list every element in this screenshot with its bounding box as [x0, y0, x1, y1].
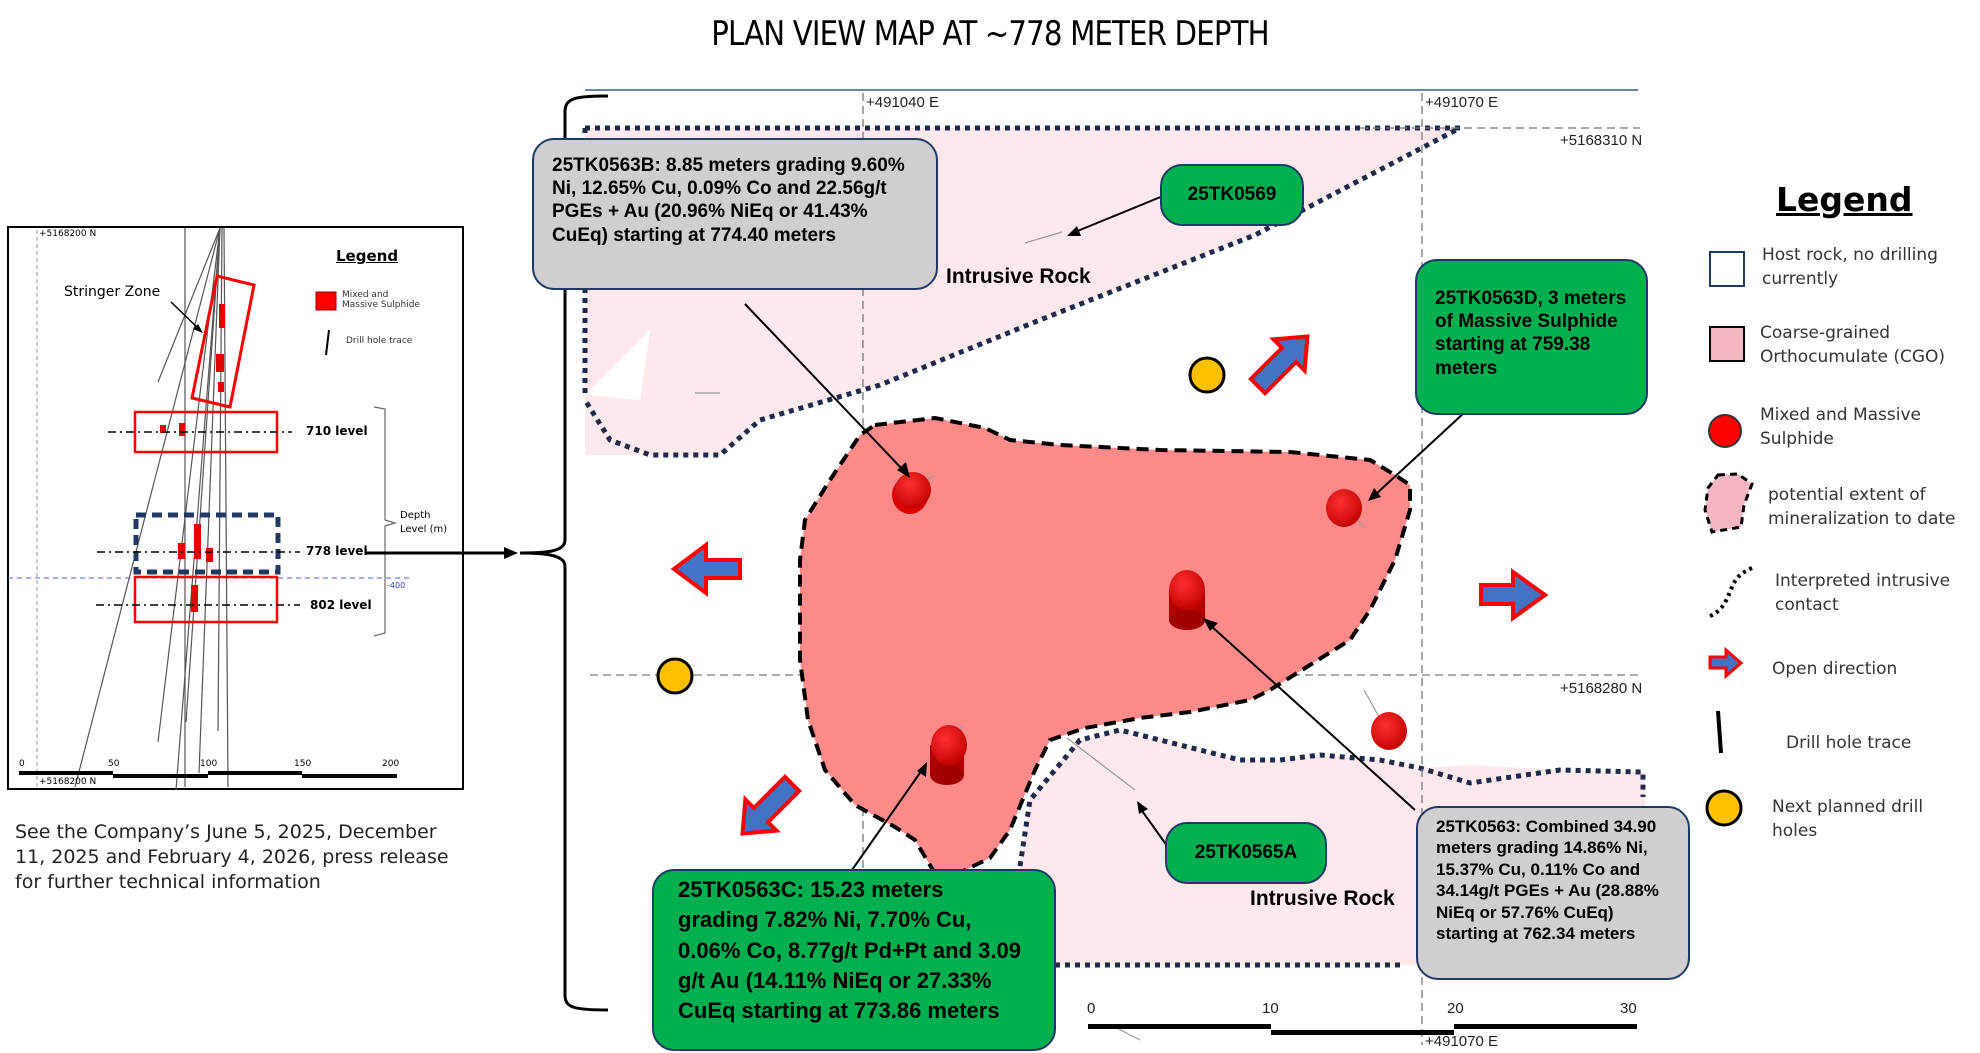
legend-contact-label: Interpreted intrusive contact — [1775, 571, 1951, 615]
inset-scale-tick-100: 100 — [200, 759, 218, 769]
sulphide-intercept-c — [930, 725, 967, 785]
map-scale-tick-30: 30 — [1620, 1000, 1637, 1017]
map-scale-tick-0: 0 — [1087, 1000, 1096, 1017]
inset-coord-bottom: +5168200 N — [39, 777, 97, 787]
inset-legend-trace-label: Drill hole trace — [346, 336, 413, 346]
map-scale-tick-10: 10 — [1262, 1000, 1279, 1017]
open-direction-arrow-downleft — [740, 774, 802, 836]
rock-label-upper: Intrusive Rock — [946, 265, 1091, 288]
callout-25tk0563c: 25TK0563C: 15.23 meters grading 7.82% Ni… — [652, 869, 1056, 1051]
open-direction-arrow-upright — [1248, 334, 1310, 396]
stringer-zone-label: Stringer Zone — [64, 284, 161, 300]
level-778-label: 778 level — [306, 544, 368, 558]
inset-scale-tick-150: 150 — [294, 759, 312, 769]
coord-east-491040: +491040 E — [866, 94, 939, 111]
sulphide-intercept-b — [892, 472, 931, 514]
legend-title: Legend — [1776, 180, 1913, 219]
stringer-pointer — [170, 301, 201, 331]
inset-legend-title: Legend — [336, 247, 399, 265]
legend-planned-hole-icon — [1705, 789, 1743, 827]
inset-scale-bar — [19, 771, 397, 778]
map-scale-tick-20: 20 — [1447, 1000, 1464, 1017]
legend-cgo-icon — [1709, 326, 1745, 362]
map-bracket — [519, 94, 609, 1012]
inset-scale-tick-0: 0 — [19, 759, 25, 769]
legend-contact-icon — [1709, 566, 1753, 618]
sulphide-intercept-d — [1326, 489, 1362, 527]
level-lines — [96, 431, 300, 606]
level-778-box — [133, 512, 281, 575]
inset-drill-traces — [74, 227, 229, 791]
callout-25tk0569: 25TK0569 — [1160, 164, 1304, 226]
coord-east-bottom: +491070 E — [1425, 1033, 1498, 1050]
inset-scale-tick-50: 50 — [108, 759, 120, 769]
legend-cgo-label: Coarse-grained Orthocumulate (CGO) — [1760, 323, 1946, 367]
coord-east-491070: +491070 E — [1425, 94, 1498, 111]
callout-arrowheads — [897, 226, 1381, 814]
open-direction-arrow-left — [670, 541, 742, 597]
callout-25tk0563b: 25TK0563B: 8.85 meters grading 9.60% Ni,… — [532, 138, 938, 290]
open-direction-arrow-right — [1479, 568, 1549, 622]
level-710-label: 710 level — [306, 424, 368, 438]
inset-frame — [7, 226, 464, 790]
legend-drill-trace-icon — [1716, 710, 1723, 754]
inset-sulphide-marks — [160, 304, 225, 612]
level-802-label: 802 level — [310, 598, 372, 612]
inset-legend-trace-icon — [325, 329, 330, 356]
legend-host-rock-icon — [1709, 251, 1745, 287]
map-scale-bar — [1088, 1024, 1637, 1035]
legend-open-direction-label: Open direction — [1772, 659, 1898, 679]
legend-host-rock-label: Host rock, no drilling currently — [1762, 245, 1938, 289]
coord-north-5168280: +5168280 N — [1560, 680, 1643, 697]
legend-planned-hole-label: Next planned drill holes — [1772, 797, 1924, 841]
level-802-box — [133, 575, 279, 624]
rock-label-lower: Intrusive Rock — [1250, 887, 1395, 910]
inset-scale-tick-200: 200 — [382, 759, 400, 769]
sulphide-intercept-combined — [1169, 570, 1205, 630]
legend-sulphide-label: Mixed and Massive Sulphide — [1760, 405, 1922, 449]
inset-legend-sulphide-icon — [315, 291, 337, 311]
callout-25tk0565a: 25TK0565A — [1165, 822, 1327, 884]
planned-hole-1 — [1188, 356, 1226, 394]
legend-drill-trace-label: Drill hole trace — [1786, 733, 1912, 753]
level-to-map-arrowhead — [504, 547, 518, 559]
stringer-arrowhead — [193, 324, 203, 333]
intrusive-contact-upper — [582, 125, 1462, 458]
callout-25tk0563d: 25TK0563D, 3 meters of Massive Sulphide … — [1415, 259, 1648, 415]
footnote: See the Company’s June 5, 2025, December… — [15, 821, 449, 894]
legend-open-direction-icon — [1708, 646, 1744, 680]
legend-mineralization-label: potential extent of mineralization to da… — [1768, 485, 1956, 529]
sulphide-intercept-other — [1371, 712, 1407, 750]
planned-hole-2 — [656, 657, 694, 695]
stringer-zone-box — [190, 274, 256, 409]
inset-legend-sulphide-label: Mixed and Massive Sulphide — [342, 290, 420, 310]
map-title: PLAN VIEW MAP AT ~778 METER DEPTH — [711, 14, 1269, 54]
legend-sulphide-icon — [1708, 414, 1742, 448]
callout-25tk0563-combined: 25TK0563: Combined 34.90 meters grading … — [1416, 806, 1690, 980]
coord-north-5168310: +5168310 N — [1560, 132, 1643, 149]
intrusive-contact-lower — [1002, 727, 1646, 966]
depth-bracket — [373, 406, 398, 637]
legend-mineralization-icon — [1703, 472, 1754, 534]
depth-level-label: Depth Level (m) — [400, 510, 448, 535]
elevation-tick: -400 — [387, 581, 406, 590]
inset-coord-top: +5168200 N — [39, 229, 97, 239]
